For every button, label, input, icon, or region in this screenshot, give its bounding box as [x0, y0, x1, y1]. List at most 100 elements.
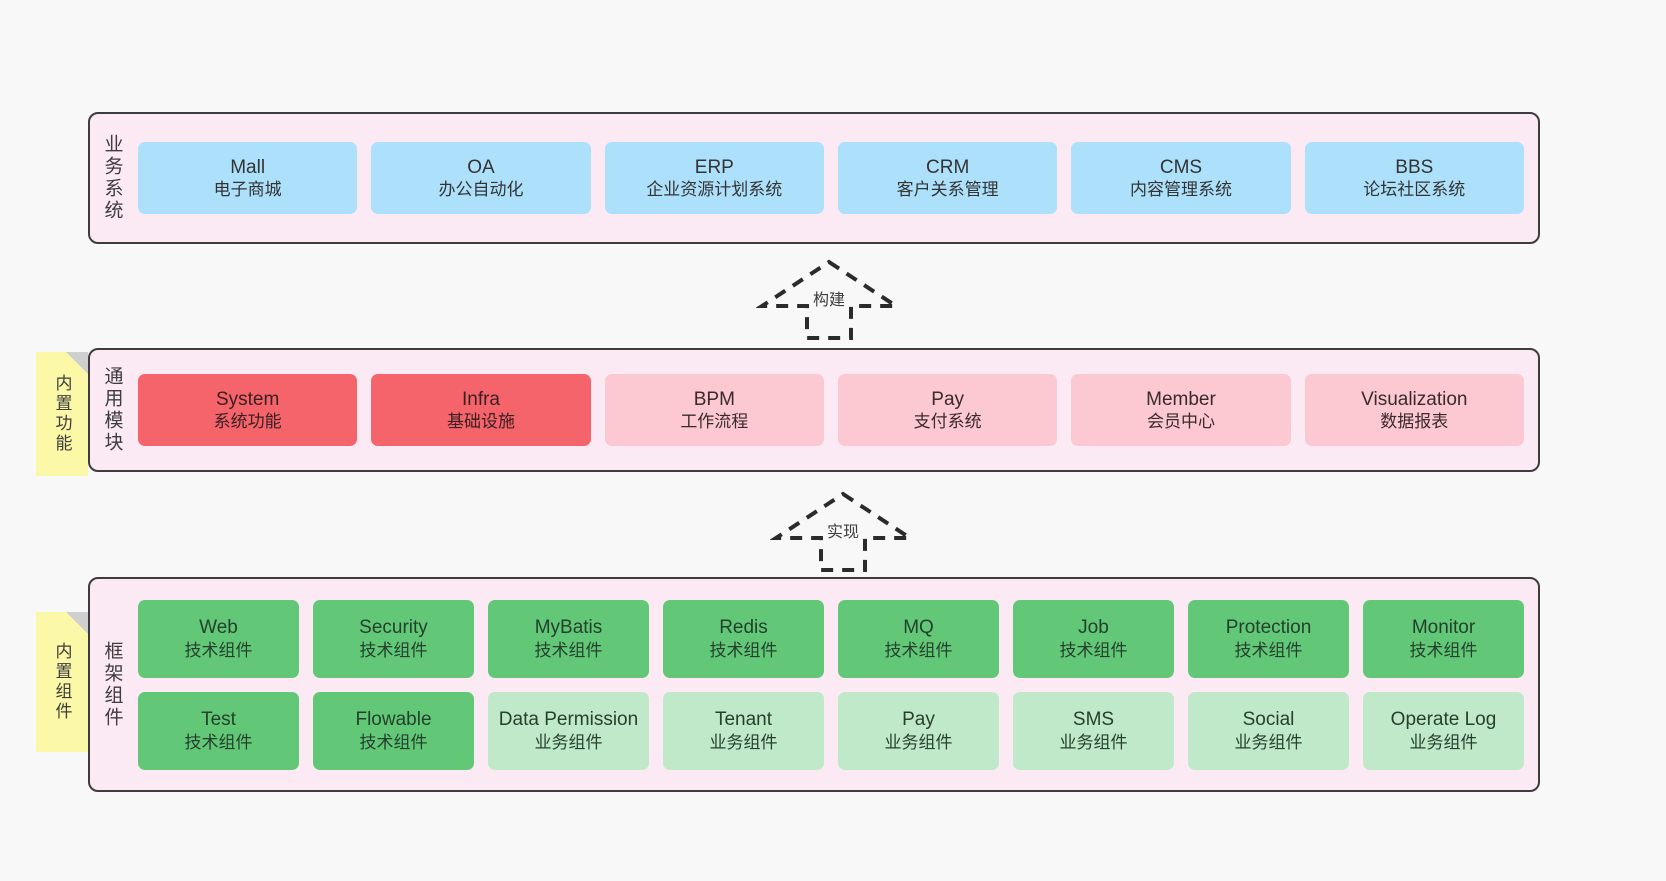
card-subtitle: 技术组件 [884, 640, 953, 660]
row: Web 技术组件 Security 技术组件 MyBatis 技术组件 Redi… [138, 599, 1524, 678]
card-subtitle: 业务组件 [1409, 732, 1478, 752]
card-title: MyBatis [534, 617, 603, 638]
card-sms[interactable]: SMS 业务组件 [1013, 691, 1174, 770]
card-subtitle: 客户关系管理 [896, 180, 999, 200]
card-subtitle: 支付系统 [913, 412, 982, 432]
card-subtitle: 数据报表 [1380, 412, 1449, 432]
card-title: Protection [1225, 617, 1312, 638]
dashed-hollow-arrow-icon [770, 491, 916, 572]
card-monitor[interactable]: Monitor 技术组件 [1363, 599, 1524, 678]
card-title: BPM [693, 388, 735, 410]
card-subtitle: 业务组件 [534, 732, 603, 752]
card-subtitle: 技术组件 [184, 732, 253, 752]
card-tenant[interactable]: Tenant 业务组件 [663, 691, 824, 770]
card-test[interactable]: Test 技术组件 [138, 691, 299, 770]
row: Test 技术组件 Flowable 技术组件 Data Permission … [138, 691, 1524, 770]
card-pay-business[interactable]: Pay 业务组件 [838, 691, 999, 770]
card-subtitle: 基础设施 [446, 412, 515, 432]
sticky-note-label: 内置功能 [52, 374, 72, 454]
card-title: Tenant [714, 709, 773, 730]
card-subtitle: 电子商城 [213, 180, 282, 200]
card-title: Redis [719, 617, 768, 638]
card-title: Test [201, 709, 236, 730]
card-operate-log[interactable]: Operate Log 业务组件 [1363, 691, 1524, 770]
layer-common-modules: 通用模块 System 系统功能 Infra 基础设施 BPM 工作流程 Pay… [88, 348, 1540, 472]
card-title: CRM [926, 156, 970, 178]
layer-label-common-modules: 通用模块 [101, 366, 123, 454]
card-title: Operate Log [1390, 709, 1497, 730]
layer-framework-components: 框架组件 Web 技术组件 Security 技术组件 MyBatis 技术组件… [88, 577, 1540, 792]
card-subtitle: 办公自动化 [438, 180, 524, 200]
card-title: Job [1078, 617, 1109, 638]
card-subtitle: 业务组件 [1059, 732, 1128, 752]
card-bbs[interactable]: BBS 论坛社区系统 [1304, 142, 1524, 214]
card-subtitle: 技术组件 [534, 640, 603, 660]
card-title: Monitor [1411, 617, 1476, 638]
card-mq[interactable]: MQ 技术组件 [838, 599, 999, 678]
card-protection[interactable]: Protection 技术组件 [1188, 599, 1349, 678]
card-subtitle: 技术组件 [184, 640, 253, 660]
dashed-hollow-arrow-icon [756, 259, 902, 340]
card-subtitle: 工作流程 [680, 412, 749, 432]
row: Mall 电子商城 OA 办公自动化 ERP 企业资源计划系统 CRM 客户关系… [138, 142, 1524, 214]
card-web[interactable]: Web 技术组件 [138, 599, 299, 678]
card-erp[interactable]: ERP 企业资源计划系统 [604, 142, 824, 214]
card-flowable[interactable]: Flowable 技术组件 [313, 691, 474, 770]
card-subtitle: 技术组件 [709, 640, 778, 660]
folded-corner-icon [66, 612, 88, 634]
card-title: System [215, 388, 280, 410]
card-title: Pay [931, 388, 965, 410]
card-title: Pay [902, 709, 935, 730]
card-crm[interactable]: CRM 客户关系管理 [837, 142, 1058, 214]
card-security[interactable]: Security 技术组件 [313, 599, 474, 678]
card-oa[interactable]: OA 办公自动化 [371, 142, 591, 214]
row: System 系统功能 Infra 基础设施 BPM 工作流程 Pay 支付系统… [138, 374, 1524, 446]
sticky-note-label: 内置组件 [52, 642, 72, 722]
sticky-note-builtin-components: 内置组件 [36, 612, 88, 752]
connector-build: 构建 [756, 258, 902, 340]
card-subtitle: 业务组件 [1234, 732, 1303, 752]
card-title: Social [1242, 709, 1295, 730]
card-subtitle: 会员中心 [1146, 412, 1215, 432]
card-title: MQ [903, 617, 934, 638]
card-title: Visualization [1361, 388, 1468, 410]
business-systems-card-row: Mall 电子商城 OA 办公自动化 ERP 企业资源计划系统 CRM 客户关系… [134, 114, 1538, 242]
card-visualization[interactable]: Visualization 数据报表 [1304, 374, 1524, 446]
card-title: Infra [461, 388, 500, 410]
card-subtitle: 企业资源计划系统 [646, 180, 783, 200]
card-title: Web [199, 617, 238, 638]
card-title: ERP [694, 156, 734, 178]
card-mall[interactable]: Mall 电子商城 [138, 142, 358, 214]
layer-label-framework-components: 框架组件 [101, 640, 123, 729]
card-subtitle: 技术组件 [1059, 640, 1128, 660]
card-bpm[interactable]: BPM 工作流程 [604, 374, 824, 446]
card-subtitle: 技术组件 [1409, 640, 1478, 660]
layer-label-business-systems: 业务系统 [101, 134, 123, 222]
layer-business-systems: 业务系统 Mall 电子商城 OA 办公自动化 ERP 企业资源计划系统 CRM… [88, 112, 1540, 244]
card-title: OA [467, 156, 495, 178]
card-title: Mall [230, 156, 266, 178]
card-pay[interactable]: Pay 支付系统 [837, 374, 1058, 446]
card-title: Flowable [355, 709, 432, 730]
card-member[interactable]: Member 会员中心 [1071, 374, 1291, 446]
card-subtitle: 技术组件 [359, 640, 428, 660]
card-cms[interactable]: CMS 内容管理系统 [1071, 142, 1291, 214]
common-modules-card-row: System 系统功能 Infra 基础设施 BPM 工作流程 Pay 支付系统… [134, 350, 1538, 470]
card-title: Data Permission [498, 709, 639, 730]
card-data-permission[interactable]: Data Permission 业务组件 [488, 691, 649, 770]
card-redis[interactable]: Redis 技术组件 [663, 599, 824, 678]
card-infra[interactable]: Infra 基础设施 [371, 374, 591, 446]
card-social[interactable]: Social 业务组件 [1188, 691, 1349, 770]
card-job[interactable]: Job 技术组件 [1013, 599, 1174, 678]
card-title: Security [359, 617, 428, 638]
card-title: BBS [1395, 156, 1434, 178]
card-system[interactable]: System 系统功能 [138, 374, 358, 446]
card-subtitle: 业务组件 [709, 732, 778, 752]
card-subtitle: 业务组件 [884, 732, 953, 752]
card-mybatis[interactable]: MyBatis 技术组件 [488, 599, 649, 678]
framework-components-grid: Web 技术组件 Security 技术组件 MyBatis 技术组件 Redi… [134, 579, 1538, 790]
connector-implement: 实现 [770, 490, 916, 572]
card-subtitle: 论坛社区系统 [1363, 180, 1466, 200]
card-title: CMS [1159, 156, 1203, 178]
